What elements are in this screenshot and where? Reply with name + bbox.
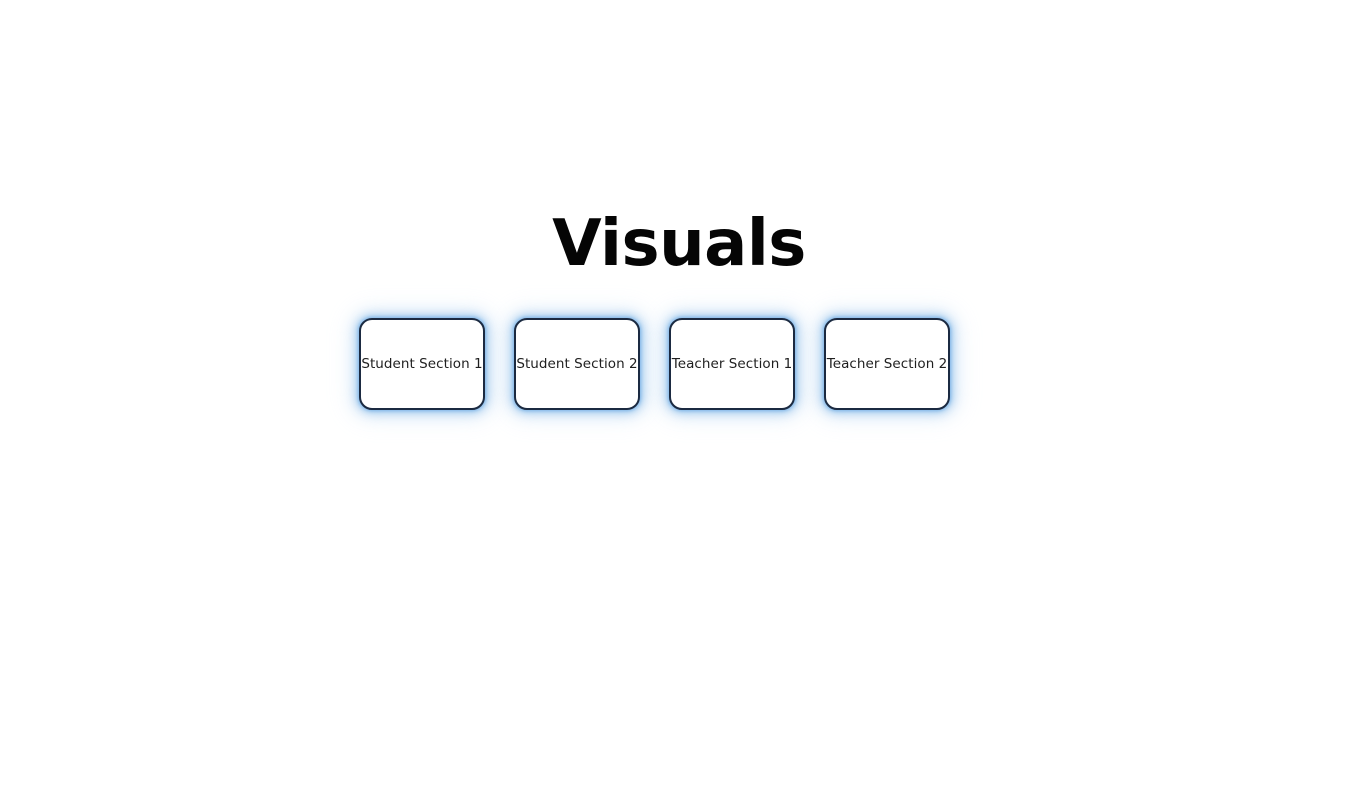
node-teacher-section-1[interactable]: Teacher Section 1 bbox=[669, 318, 795, 410]
node-label: Student Section 1 bbox=[361, 355, 483, 372]
node-label: Teacher Section 2 bbox=[826, 355, 948, 372]
node-student-section-2[interactable]: Student Section 2 bbox=[514, 318, 640, 410]
node-teacher-section-2[interactable]: Teacher Section 2 bbox=[824, 318, 950, 410]
node-label: Teacher Section 1 bbox=[671, 355, 793, 372]
node-row: Student Section 1 Student Section 2 Teac… bbox=[359, 318, 951, 410]
node-student-section-1[interactable]: Student Section 1 bbox=[359, 318, 485, 410]
page-title: Visuals bbox=[552, 207, 806, 281]
node-label: Student Section 2 bbox=[516, 355, 638, 372]
